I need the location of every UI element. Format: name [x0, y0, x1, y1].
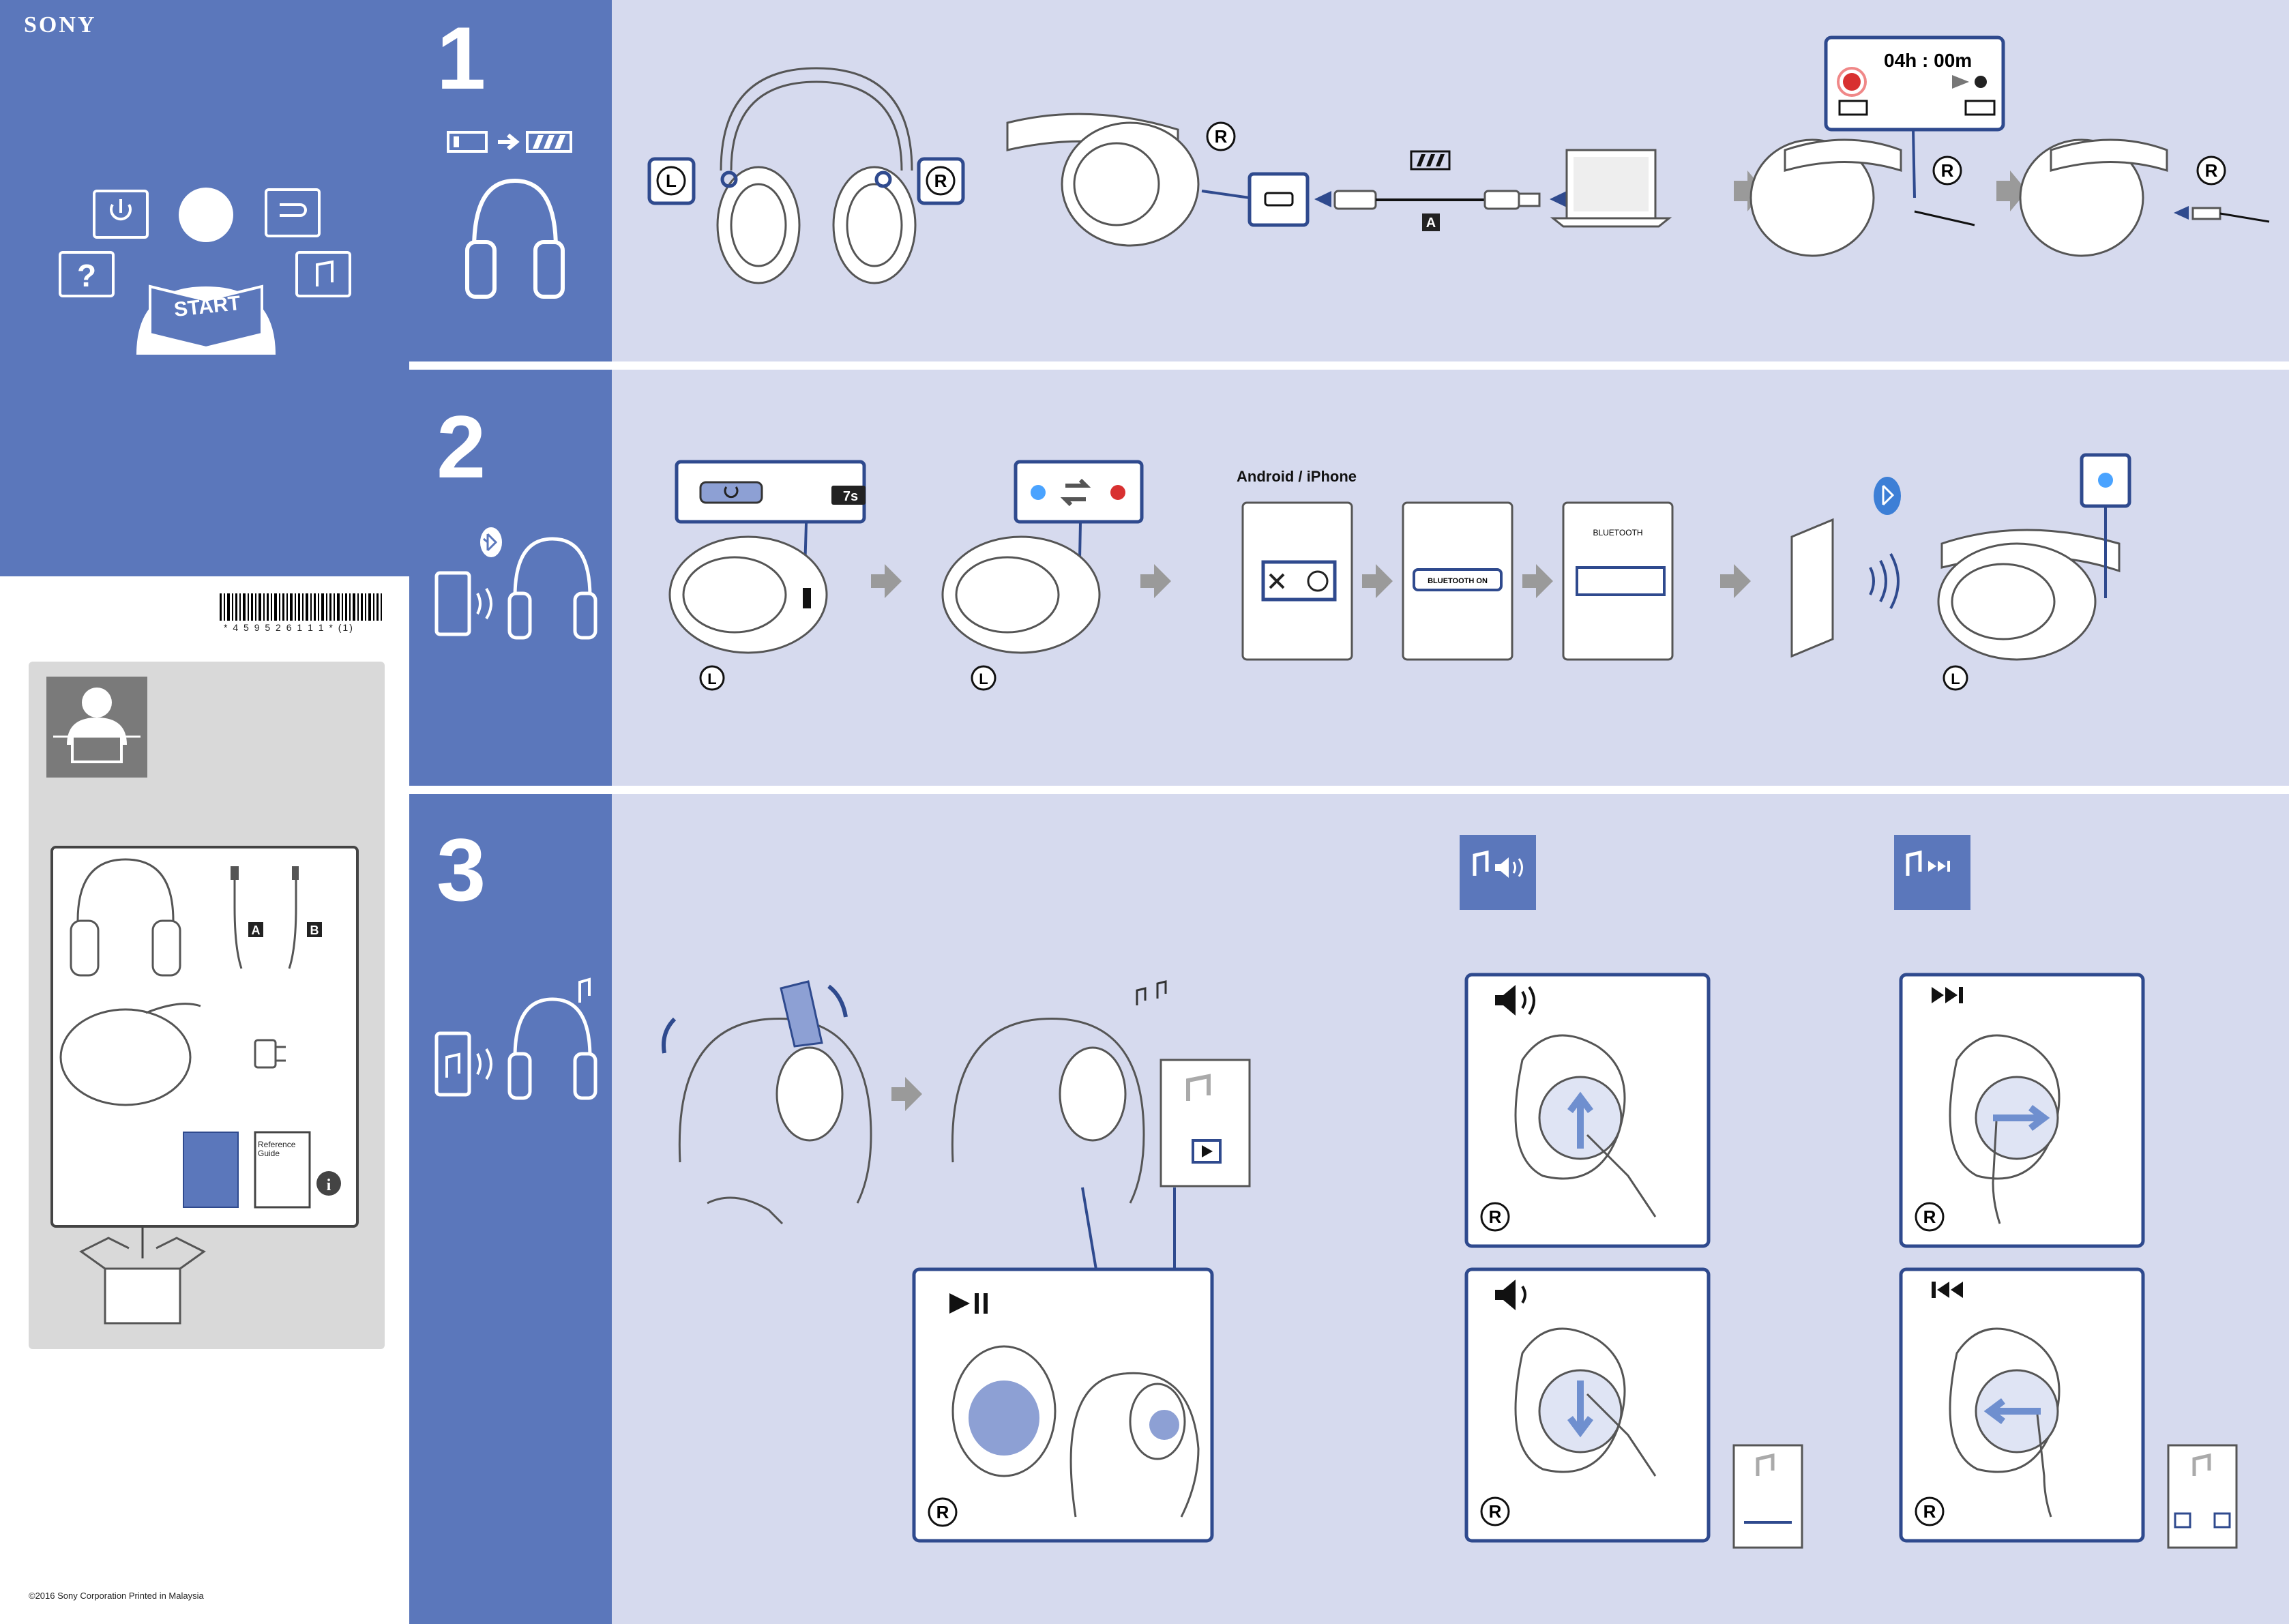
- full-battery-icon: [1410, 150, 1451, 171]
- audio-cable-item-icon: [288, 866, 299, 969]
- product-box-icon: [79, 1228, 206, 1325]
- help-bubble-icon: [59, 251, 115, 297]
- volume-up-panel: [1464, 973, 1711, 1248]
- timer-text: 04h : 00m: [1884, 50, 1972, 71]
- left-earcup-illustration: [668, 535, 828, 654]
- power-bubble-icon: [93, 190, 149, 239]
- headphones-item-icon: [70, 858, 181, 977]
- bluetooth-on-label: BLUETOOTH ON: [1428, 577, 1488, 585]
- step2-number-panel: [409, 370, 612, 786]
- right-vol-up-label: R: [1489, 1207, 1502, 1227]
- unplugged-headphones-illustration: [2019, 138, 2270, 257]
- right-next-label: R: [1923, 1207, 1936, 1227]
- contents-illustrations: A B i: [59, 858, 341, 1325]
- pairing-icon: [434, 527, 597, 640]
- svg-text:i: i: [327, 1177, 331, 1194]
- phone-connecting-illustration: [1790, 477, 1901, 658]
- step1-number: 1: [437, 8, 486, 108]
- unpack-icon: [46, 677, 147, 778]
- svg-text:?: ?: [77, 258, 96, 293]
- phone-settings-screen: [1241, 501, 1353, 661]
- left-marker-label: L: [666, 171, 677, 191]
- step2-number: 2: [437, 397, 486, 497]
- right-charge-label: R: [1941, 160, 1954, 181]
- phone-volume-slider: [1732, 1444, 1803, 1549]
- platform-label: Android / iPhone: [1237, 468, 1357, 485]
- phone-player-screen: [1160, 1059, 1251, 1187]
- charge-timer-callout: [1824, 35, 2005, 198]
- plug-adapter-icon: [254, 1039, 286, 1069]
- headphones-front-illustration: [716, 67, 917, 284]
- usb-port-icon: [1201, 172, 1310, 227]
- right-vol-down-label: R: [1489, 1501, 1502, 1522]
- volume-icon: [1460, 835, 1536, 910]
- hold-time: 7s: [843, 489, 858, 504]
- right-play-label: R: [936, 1502, 949, 1522]
- computer-icon: [1550, 149, 1672, 228]
- info-icon: [316, 1171, 341, 1196]
- previous-track-panel: [1899, 1267, 2145, 1543]
- step2-illustrations: 7s L L BLUETOOTH ON BLUETOOTH: [668, 453, 2131, 691]
- right-side-label: R: [1215, 126, 1228, 147]
- connect-bubble-icon: [265, 188, 321, 237]
- help-guide-booklet-icon: [183, 1132, 239, 1208]
- track-skip-icon: [1894, 835, 1970, 910]
- charging-headphones-illustration: [1749, 138, 1902, 257]
- phone-bluetooth-toggle-screen: [1402, 501, 1513, 661]
- sony-logo: SONY: [24, 12, 97, 38]
- right-prev-label: R: [1923, 1501, 1936, 1522]
- left-label-a: L: [707, 670, 716, 688]
- left-label-b: L: [979, 670, 988, 688]
- bluetooth-title: BLUETOOTH: [1593, 528, 1642, 537]
- left-label-c: L: [1951, 670, 1960, 688]
- carrying-case-icon: [59, 1008, 192, 1106]
- music-playback-icon: [434, 977, 597, 1100]
- phone-device-list-screen: [1562, 501, 1674, 661]
- cable-a-label: A: [252, 924, 261, 937]
- step1-illustrations: L R R A R: [647, 35, 2270, 284]
- right-marker-label: R: [934, 171, 947, 191]
- barcode-number: * 4 5 9 5 2 6 1 1 1 * (1): [224, 622, 354, 633]
- play-pause-callout: [912, 1187, 1214, 1543]
- head-wearing-headphones-illustration: [662, 980, 872, 1225]
- usb-cable-illustration: [1314, 190, 1567, 231]
- barcode: [220, 593, 382, 621]
- reference-guide-booklet-icon: [254, 1131, 311, 1209]
- volume-down-panel: [1464, 1267, 1711, 1543]
- power-hold-callout: [675, 460, 866, 595]
- head-listening-illustration: [951, 980, 1167, 1204]
- charge-battery-icon: [447, 131, 572, 153]
- headphones-icon: [465, 178, 565, 299]
- copyright: ©2016 Sony Corporation Printed in Malays…: [29, 1591, 204, 1601]
- connected-headphones-illustration: [1937, 453, 2131, 661]
- cable-b-label: B: [310, 924, 319, 937]
- headphones-side-illustration: [1006, 113, 1200, 247]
- cable-tag-label: A: [1426, 216, 1436, 231]
- left-earcup-illustration-2: [941, 535, 1101, 654]
- step3-number-panel: [409, 794, 612, 1624]
- music-bubble-icon: [295, 251, 351, 297]
- phone-track-controls: [2167, 1444, 2238, 1549]
- next-track-panel: [1899, 973, 2145, 1248]
- right-marker-icon: [917, 157, 965, 205]
- start-reading-illustration: ?: [59, 188, 351, 355]
- reference-guide-label: Reference Guide: [258, 1140, 296, 1158]
- usb-cable-item-icon: [231, 866, 243, 969]
- left-marker-icon: [647, 157, 696, 205]
- right-unplug-label: R: [2205, 160, 2218, 181]
- step3-number: 3: [437, 820, 486, 919]
- step3-illustrations: R R R: [662, 835, 2238, 1549]
